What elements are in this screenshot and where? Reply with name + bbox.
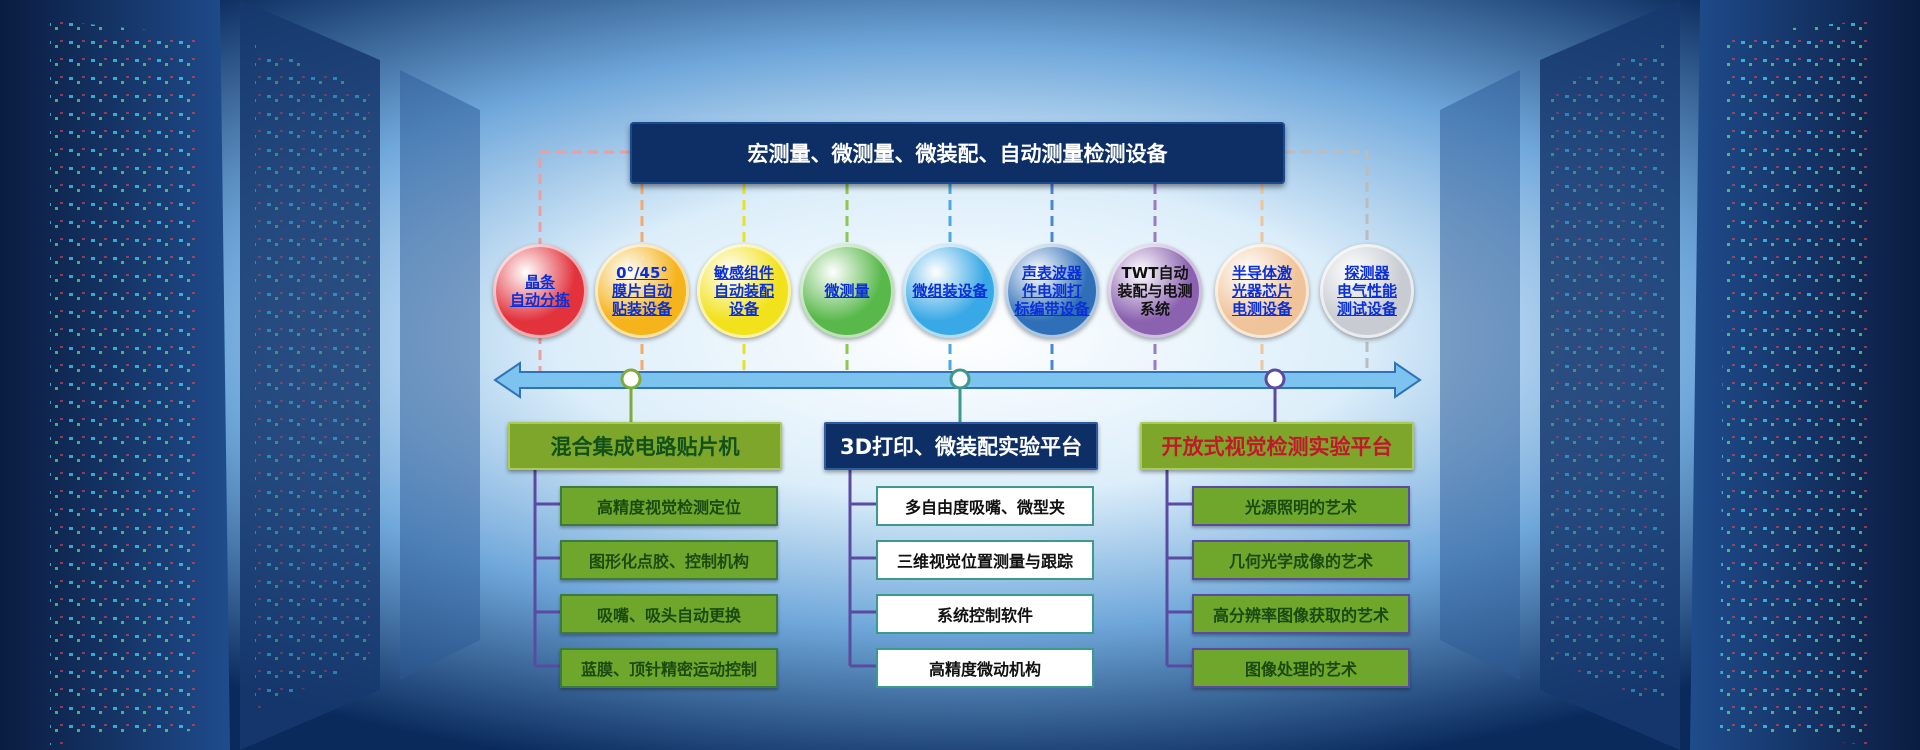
- circle-label-8[interactable]: 半导体激 光器芯片 电测设备: [1231, 264, 1292, 318]
- circle-node-2[interactable]: 0°/45° 膜片自动 贴装设备: [595, 244, 689, 338]
- circle-label-1[interactable]: 晶条 自动分拣: [509, 273, 570, 309]
- column-1-item-1: 高精度视觉检测定位: [560, 486, 778, 526]
- circle-node-1[interactable]: 晶条 自动分拣: [493, 244, 587, 338]
- column-3-item-3: 高分辨率图像获取的艺术: [1192, 594, 1410, 634]
- column-2-item-2: 三维视觉位置测量与跟踪: [876, 540, 1094, 580]
- circle-label-2[interactable]: 0°/45° 膜片自动 贴装设备: [611, 264, 672, 318]
- column-1-item-4: 蓝膜、顶针精密运动控制: [560, 648, 778, 688]
- column-3-title: 开放式视觉检测实验平台: [1140, 422, 1414, 470]
- column-1-item-3: 吸嘴、吸头自动更换: [560, 594, 778, 634]
- circle-label-6[interactable]: 声表波器 件电测打 标编带设备: [1014, 264, 1090, 318]
- tree-lines: [533, 388, 1277, 668]
- circle-label-9[interactable]: 探测器 电气性能 测试设备: [1336, 264, 1397, 318]
- column-2-item-3: 系统控制软件: [876, 594, 1094, 634]
- timeline-node-1: [620, 368, 642, 390]
- top-banner: 宏测量、微测量、微装配、自动测量检测设备: [630, 122, 1285, 184]
- column-1-item-2: 图形化点胶、控制机构: [560, 540, 778, 580]
- circle-label-4[interactable]: 微测量: [824, 282, 870, 300]
- circle-node-6[interactable]: 声表波器 件电测打 标编带设备: [1005, 244, 1099, 338]
- column-3-item-4: 图像处理的艺术: [1192, 648, 1410, 688]
- circle-node-8[interactable]: 半导体激 光器芯片 电测设备: [1215, 244, 1309, 338]
- timeline-node-2: [949, 368, 971, 390]
- circle-node-7: TWT自动 装配与电测 系统: [1108, 244, 1202, 338]
- timeline-node-3: [1264, 368, 1286, 390]
- circle-label-3[interactable]: 敏感组件 自动装配 设备: [713, 264, 774, 318]
- column-2-title: 3D打印、微装配实验平台: [824, 422, 1098, 470]
- column-2-item-4: 高精度微动机构: [876, 648, 1094, 688]
- circle-node-5[interactable]: 微组装设备: [903, 244, 997, 338]
- circle-label-5[interactable]: 微组装设备: [912, 282, 988, 300]
- column-3-item-1: 光源照明的艺术: [1192, 486, 1410, 526]
- column-1-title: 混合集成电路贴片机: [508, 422, 782, 470]
- column-2-item-1: 多自由度吸嘴、微型夹: [876, 486, 1094, 526]
- circle-label-7: TWT自动 装配与电测 系统: [1117, 264, 1193, 318]
- circle-node-9[interactable]: 探测器 电气性能 测试设备: [1320, 244, 1414, 338]
- column-3-item-2: 几何光学成像的艺术: [1192, 540, 1410, 580]
- circle-node-4[interactable]: 微测量: [800, 244, 894, 338]
- circle-node-3[interactable]: 敏感组件 自动装配 设备: [697, 244, 791, 338]
